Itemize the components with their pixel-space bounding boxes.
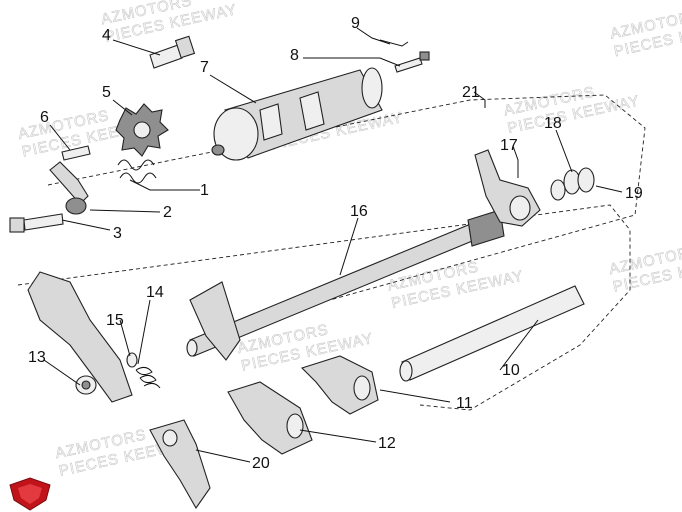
part-1-spring <box>117 159 157 184</box>
callout-8: 8 <box>290 47 299 64</box>
part-14-spring <box>135 366 161 389</box>
callout-15: 15 <box>106 312 124 329</box>
part-7-shift-drum <box>211 67 383 161</box>
part-5-star-wheel <box>115 103 169 157</box>
callout-14: 14 <box>146 284 164 301</box>
part-13-lever-plate <box>27 271 133 403</box>
part-2-lever <box>49 161 89 215</box>
assembly-boundary-upper <box>47 94 646 301</box>
callout-1: 1 <box>200 182 209 199</box>
callout-3: 3 <box>113 225 122 242</box>
callout-10: 10 <box>502 362 520 379</box>
callout-11: 11 <box>456 395 473 412</box>
callout-17: 17 <box>500 137 518 154</box>
callout-21: 21 <box>462 84 480 101</box>
callout-9: 9 <box>351 15 360 32</box>
assembly-boundary-lower <box>17 204 631 411</box>
callout-19: 19 <box>625 185 643 202</box>
shaft-arm <box>189 281 241 361</box>
callout-16: 16 <box>350 203 368 220</box>
callout-12: 12 <box>378 435 396 452</box>
part-3-bolt <box>9 213 64 233</box>
callout-7: 7 <box>200 59 209 76</box>
part-12-fork <box>227 381 313 455</box>
callout-20: 20 <box>252 455 270 472</box>
part-15-washer <box>126 352 138 368</box>
part-6-pin <box>61 145 91 161</box>
part-19-circlip <box>550 179 566 201</box>
callout-4: 4 <box>102 27 111 44</box>
part-10-rod <box>399 285 585 382</box>
callout-13: 13 <box>28 349 46 366</box>
callout-5: 5 <box>102 84 111 101</box>
part-20-fork <box>149 419 211 510</box>
part-17-shift-arm <box>474 149 541 227</box>
part-9-clip <box>379 39 409 47</box>
callouts: 4 5 6 1 2 3 7 8 9 21 17 18 19 16 10 11 1… <box>28 15 643 472</box>
part-4-bolt <box>149 35 196 69</box>
part-11-fork <box>300 355 379 415</box>
callout-6: 6 <box>40 109 49 126</box>
part-8-pin <box>394 51 430 73</box>
part-16-shift-shaft <box>186 209 505 357</box>
leader-lines <box>43 27 623 463</box>
callout-2: 2 <box>163 204 172 221</box>
part-18-washer <box>563 167 595 195</box>
callout-18: 18 <box>544 115 562 132</box>
brand-shield-logo <box>9 477 51 511</box>
